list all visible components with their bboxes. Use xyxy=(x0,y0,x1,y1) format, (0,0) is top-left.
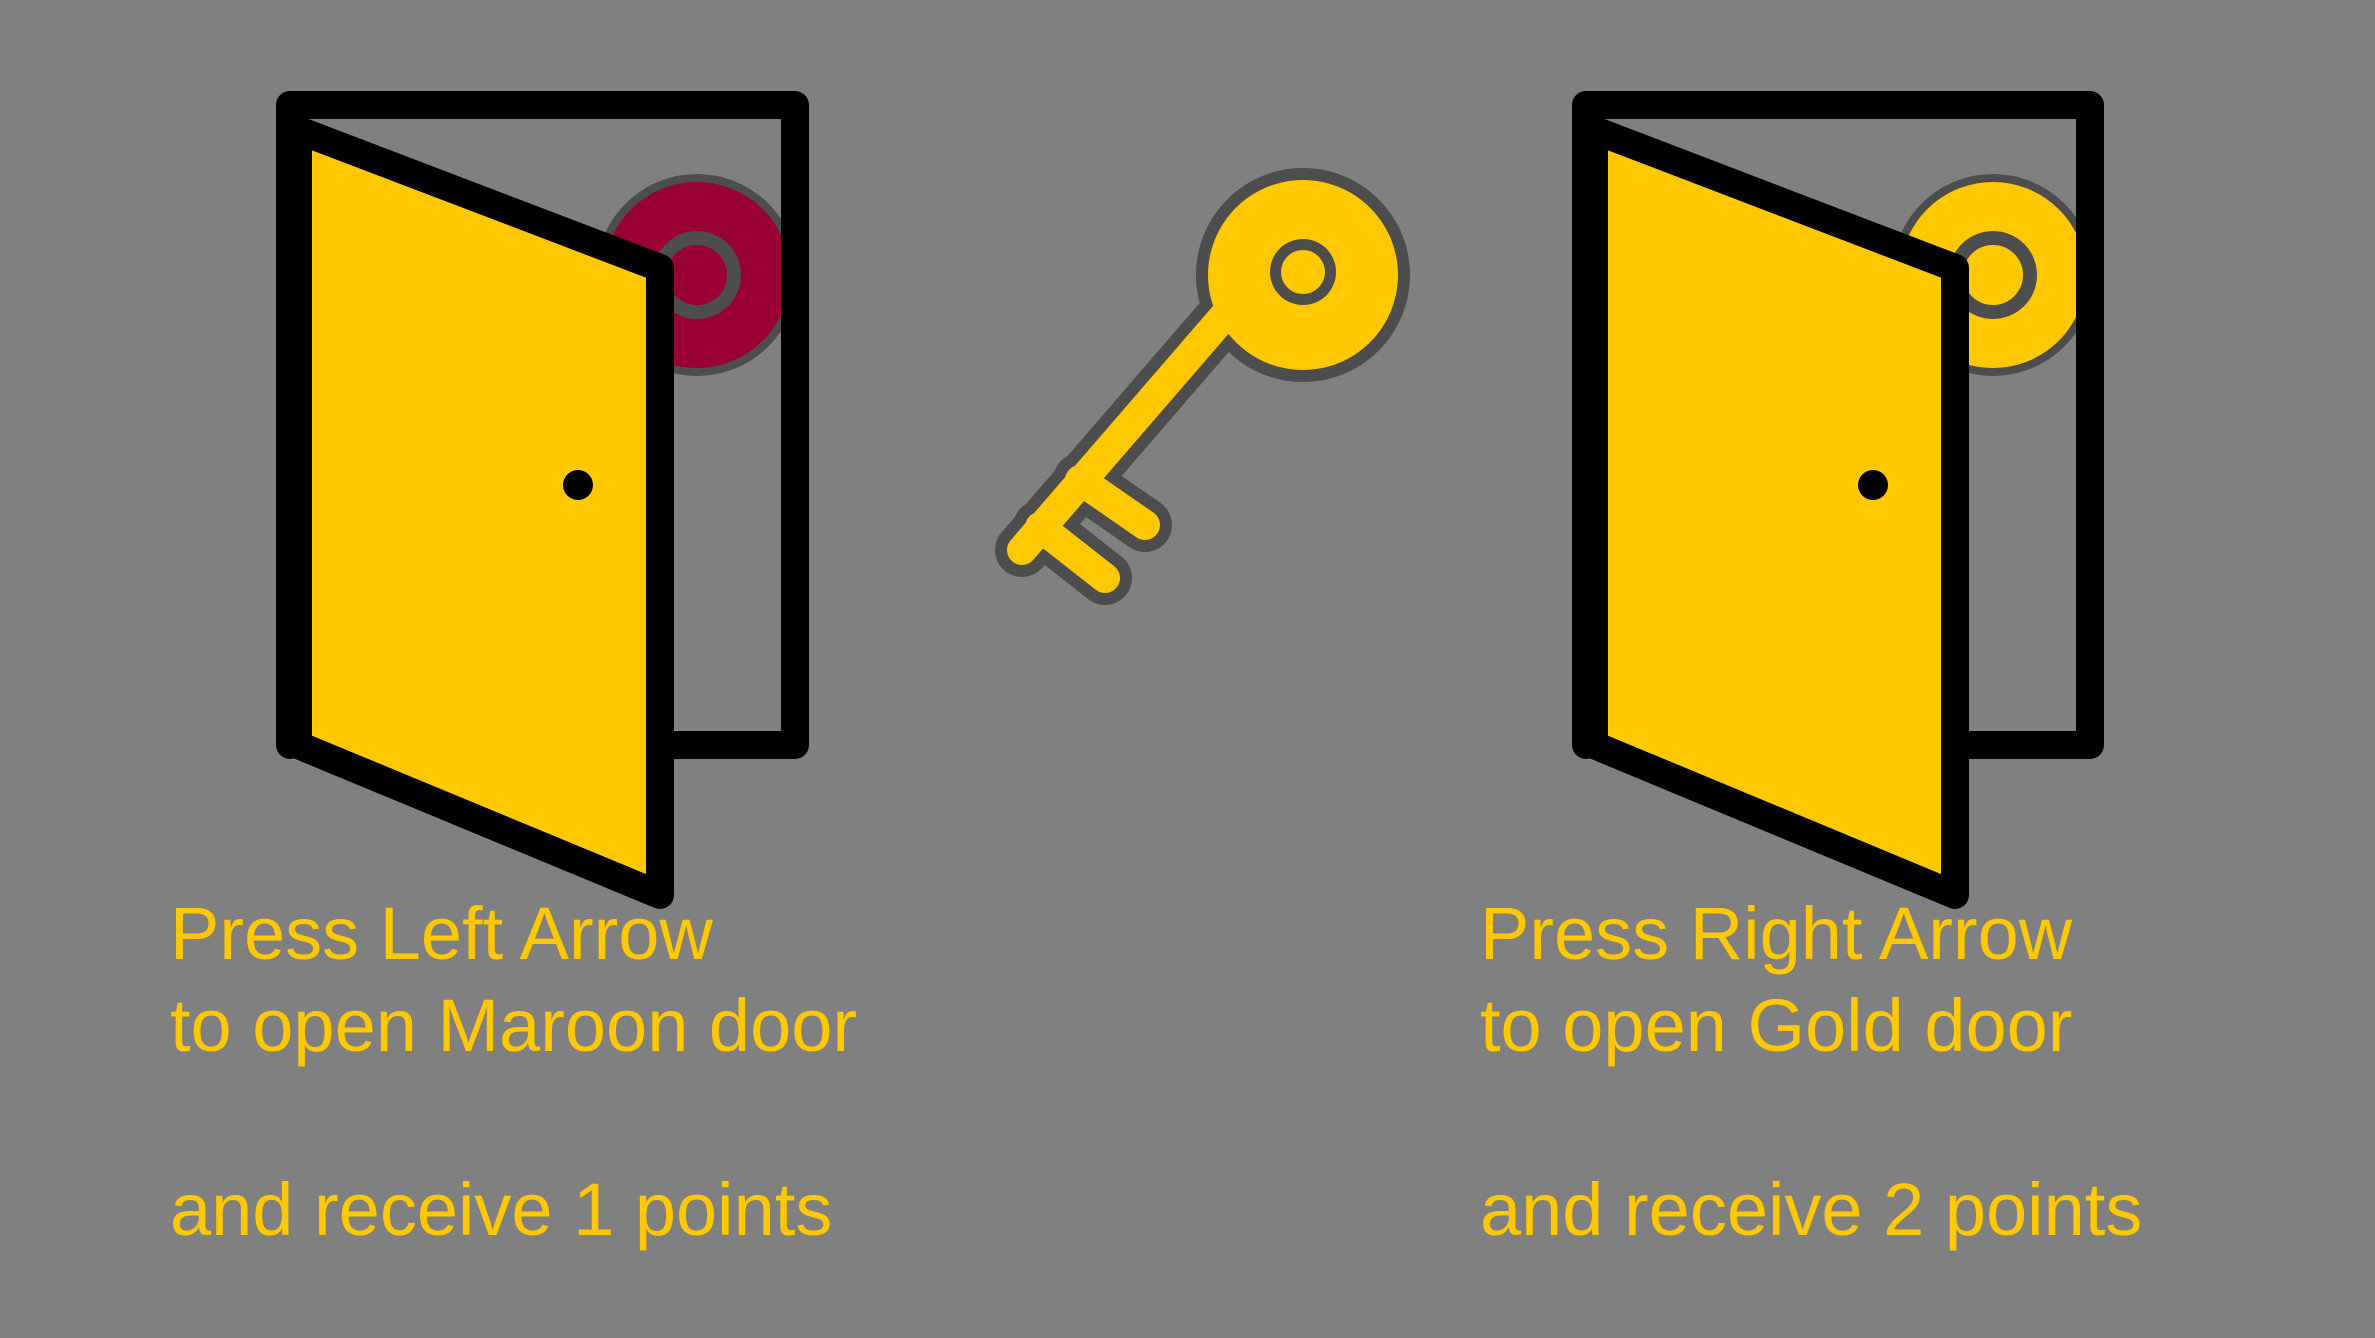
right-door-panel xyxy=(1580,116,1969,909)
left-key-instruction: Press Left Arrow xyxy=(170,892,713,975)
left-door-knob-icon xyxy=(563,470,593,500)
right-door-knob-icon xyxy=(1858,470,1888,500)
right-door-action: to open Gold door xyxy=(1480,984,2073,1067)
left-option-instructions: Press Left Arrow to open Maroon door and… xyxy=(170,888,857,1256)
left-door-action: to open Maroon door xyxy=(170,984,858,1067)
left-door-frame xyxy=(276,91,809,759)
key-icon xyxy=(995,168,1410,605)
right-key-instruction: Press Right Arrow xyxy=(1480,892,2073,975)
left-points-reward: and receive 1 points xyxy=(170,1168,833,1251)
right-points-reward: and receive 2 points xyxy=(1480,1168,2143,1251)
left-door[interactable] xyxy=(276,91,900,909)
right-door-frame xyxy=(1572,91,2104,759)
right-door[interactable] xyxy=(1572,91,2200,909)
right-option-instructions: Press Right Arrow to open Gold door and … xyxy=(1480,888,2142,1256)
left-door-panel xyxy=(284,116,674,909)
